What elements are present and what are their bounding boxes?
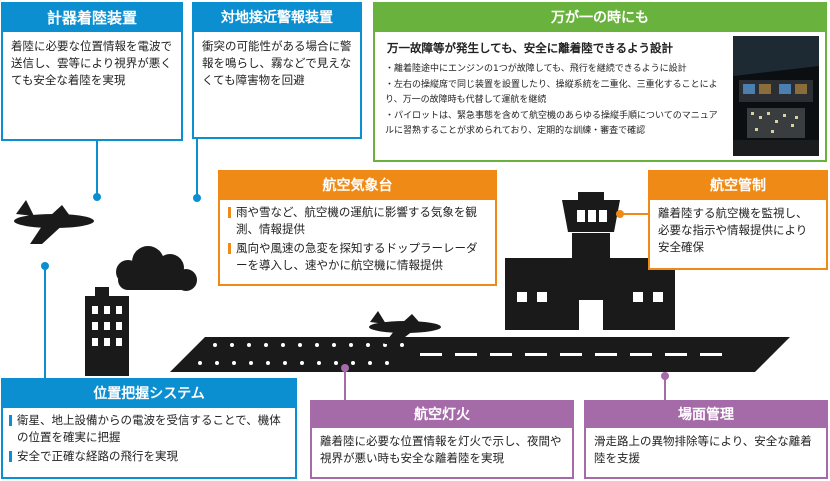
emergency-bullet: 離着陸途中にエンジンの1つが故障しても、飛行を継続できるように設計 [385,62,723,78]
connector-dot-instrument [93,193,101,201]
instrument-landing-text: 着陸に必要な位置情報を電波で送信し、雲等により視界が悪くても安全な着陸を実現 [11,39,172,87]
lights-title: 航空灯火 [312,402,572,428]
emergency-title: 万が一の時にも [375,4,825,32]
terminal-windows [517,210,663,330]
emergency-lead: 万一故障等が発生しても、安全に離着陸できるよう設計 [387,41,674,55]
connector-dot-lights [341,364,349,372]
runway [170,337,790,372]
weather-item: 風向や風速の急変を探知するドップラーレーダーを導入し、速やかに航空機に情報提供 [228,240,487,274]
lights-box: 航空灯火 離着陸に必要な位置情報を灯火で示し、夜間や視界が悪い時も安全な離着陸を… [310,400,574,479]
connector-atc [622,213,650,215]
atc-box: 航空管制 離着陸する航空機を監視し、必要な指示や情報提供により安全確保 [648,170,828,270]
connector-dot-ground-proximity [193,194,201,202]
runway-lights [198,343,404,365]
weather-items: 雨や雪など、航空機の運航に影響する気象を観測、情報提供 風向や風速の急変を探知す… [220,200,495,278]
connector-positioning [44,266,46,381]
connector-dot-atc [616,210,624,218]
ground-proximity-text: 衝突の可能性がある場合に警報を鳴らし、霧などで見えなくても障害物を回避 [202,39,352,87]
connector-surface [664,376,666,404]
surface-box: 場面管理 滑走路上の異物排除等により、安全な離着陸を支援 [584,400,828,479]
cockpit-photo [733,36,819,156]
positioning-item: 衛星、地上設備からの電波を受信することで、機体の位置を確実に把握 [9,412,289,446]
positioning-title: 位置把握システム [3,380,295,408]
weather-box: 航空気象台 雨や雪など、航空機の運航に影響する気象を観測、情報提供 風向や風速の… [218,170,497,286]
emergency-bullet: 左右の操縦席で同じ装置を設置したり、操縦系統を二重化、三重化することにより、万一… [385,78,723,109]
emergency-box: 万が一の時にも 万一故障等が発生しても、安全に離着陸できるよう設計 離着陸途中に… [373,2,827,162]
connector-dot-positioning [41,262,49,270]
emergency-bullets: 離着陸途中にエンジンの1つが故障しても、飛行を継続できるように設計 左右の操縦席… [385,62,723,140]
connector-ground-proximity [196,138,198,198]
airplane-landing-icon [369,311,441,344]
surface-title: 場面管理 [586,402,826,428]
connector-instrument [96,140,98,197]
runway-centerline [420,353,722,356]
ground-proximity-title: 対地接近警報装置 [194,4,360,32]
instrument-landing-box: 計器着陸装置 着陸に必要な位置情報を電波で送信し、雲等により視界が悪くても安全な… [1,2,183,141]
positioning-item: 安全で正確な経路の飛行を実現 [9,448,289,465]
atc-title: 航空管制 [650,172,826,200]
city-building [85,287,129,376]
ground-proximity-box: 対地接近警報装置 衝突の可能性がある場合に警報を鳴らし、霧などで見えなくても障害… [192,2,362,139]
airplane-flying-icon [14,200,94,244]
weather-title: 航空気象台 [220,172,495,200]
connector-lights [344,368,346,404]
positioning-box: 位置把握システム 衛星、地上設備からの電波を受信することで、機体の位置を確実に把… [1,378,297,479]
surface-text: 滑走路上の異物排除等により、安全な離着陸を支援 [594,434,812,465]
instrument-landing-title: 計器着陸装置 [3,4,181,32]
weather-item: 雨や雪など、航空機の運航に影響する気象を観測、情報提供 [228,204,487,238]
emergency-bullet: パイロットは、緊急事態を含めて航空機のあらゆる操縦手順についてのマニュアルに習熟… [385,109,723,140]
positioning-items: 衛星、地上設備からの電波を受信することで、機体の位置を確実に把握 安全で正確な経… [3,408,295,469]
cloud [116,246,197,291]
atc-text: 離着陸する航空機を監視し、必要な指示や情報提供により安全確保 [658,206,808,254]
connector-dot-surface [661,372,669,380]
lights-text: 離着陸に必要な位置情報を灯火で示し、夜間や視界が悪い時も安全な離着陸を実現 [320,434,562,465]
